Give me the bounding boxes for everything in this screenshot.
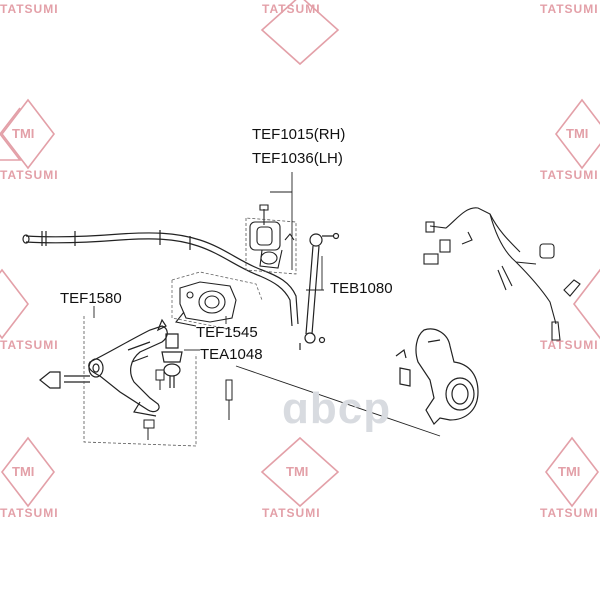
stabilizer-bushing xyxy=(249,204,295,269)
subframe-outline xyxy=(171,271,263,331)
label-tef1545: TEF1545 xyxy=(196,324,258,341)
lower-control-arm xyxy=(39,318,168,417)
watermark-brand-bottom-left: TATSUMI xyxy=(0,506,59,520)
tmi-logo-watermark-left-mid xyxy=(0,268,30,340)
label-tef1015: TEF1015(RH) xyxy=(252,126,346,143)
watermark-brand-bottom-right: TATSUMI xyxy=(540,506,599,520)
tmi-logo-watermark-right-top xyxy=(554,98,600,170)
tmi-logo-text-right-bottom: TMI xyxy=(558,464,581,479)
tmi-logo-watermark-right-mid xyxy=(572,268,600,340)
steering-knuckle xyxy=(395,328,479,425)
tmi-logo-watermark-right-bottom xyxy=(544,436,600,508)
tmi-logo-text-right-top: TMI xyxy=(566,126,589,141)
ball-joint xyxy=(161,333,183,388)
label-tef1036: TEF1036(LH) xyxy=(252,150,343,167)
watermark-brand-bottom-center: TATSUMI xyxy=(262,506,321,520)
tmi-logo-watermark-center-top xyxy=(260,0,340,66)
watermark-brand-top-left: TATSUMI xyxy=(0,2,59,16)
watermark-brand-mid-left: TATSUMI xyxy=(0,168,59,182)
abs-sensor-wire xyxy=(423,207,581,341)
watermark-brand-top-right: TATSUMI xyxy=(540,2,599,16)
tmi-logo-watermark-left-bottom xyxy=(0,436,56,508)
lower-arm-outline-box xyxy=(83,316,197,447)
tmi-logo-text-left-top: TMI xyxy=(12,126,35,141)
tmi-logo-watermark-center-bottom xyxy=(260,436,340,508)
watermark-brand-top-center: TATSUMI xyxy=(262,2,321,16)
watermark-brand-left-2: TATSUMI xyxy=(0,338,59,352)
stabilizer-link xyxy=(299,232,340,350)
stabilizer-bar xyxy=(22,230,299,327)
tmi-logo-text-left-bottom: TMI xyxy=(12,464,35,479)
leader-lines xyxy=(93,172,441,437)
lower-arm-bolts xyxy=(143,369,233,440)
label-tef1580: TEF1580 xyxy=(60,290,122,307)
bushing-bracket-outline xyxy=(245,217,297,275)
tmi-logo-text-center-bottom: TMI xyxy=(286,464,309,479)
tmi-logo-watermark-left-top xyxy=(0,98,56,170)
label-tea1048: TEA1048 xyxy=(200,346,263,363)
watermark-brand-mid-right: TATSUMI xyxy=(540,168,599,182)
watermark-brand-right-2: TATSUMI xyxy=(540,338,599,352)
label-teb1080: TEB1080 xyxy=(330,280,393,297)
watermark-center: ɑbcp xyxy=(282,384,392,433)
arm-bushing-tef1545 xyxy=(175,281,237,327)
